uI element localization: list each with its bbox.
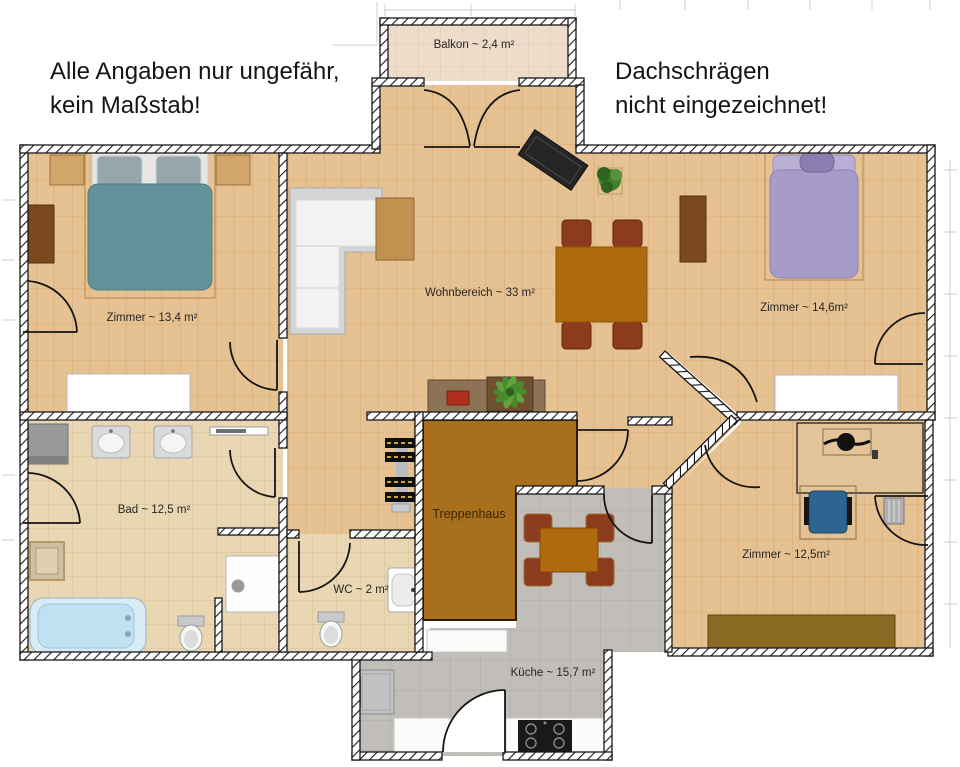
chair-armrest [847, 497, 852, 525]
bed-blanket [769, 169, 859, 279]
wc-furniture [317, 567, 421, 648]
dimension-ticks [2, 0, 957, 648]
shower [225, 555, 285, 613]
kitchen-furniture [357, 513, 615, 753]
door-office [704, 444, 761, 489]
palm-plant [486, 375, 534, 412]
office-chair-zone [799, 485, 857, 540]
bedroom-right-furniture [679, 151, 899, 413]
towel-rail [209, 426, 269, 436]
wardrobe [66, 373, 191, 413]
bedroom-left-label: Zimmer ~ 13,4 m² [106, 312, 197, 324]
kitchen-table [539, 527, 599, 573]
dresser [679, 195, 707, 263]
decor-box [446, 390, 470, 406]
bedroom-right-label: Zimmer ~ 14,6m² [760, 302, 848, 314]
bench [707, 614, 896, 653]
coffee-table [375, 197, 415, 261]
hall-shelf [385, 438, 418, 513]
desk-lamp-arm [823, 438, 871, 446]
labels: Alle Angaben nur ungefähr, kein Maßstab!… [50, 39, 848, 679]
bath-label: Bad ~ 12,5 m² [118, 504, 191, 516]
balcony-label: Balkon ~ 2,4 m² [434, 39, 515, 51]
living-furniture [289, 128, 648, 513]
kitchen-label: Küche ~ 15,7 m² [511, 667, 596, 679]
wc-sink [387, 567, 421, 613]
nightstand [49, 154, 85, 186]
washing-machine-panel [28, 456, 68, 464]
note-left-line2: kein Maßstab! [50, 92, 201, 119]
office-furniture [707, 422, 924, 653]
bathtub [29, 597, 147, 655]
sink [153, 425, 193, 459]
wc-toilet [317, 611, 345, 648]
door-bath [229, 448, 276, 498]
bedroom-right-floor [668, 150, 931, 416]
wardrobe [774, 374, 899, 413]
plant [597, 167, 623, 195]
door-office-eaves [874, 495, 929, 546]
door-vestibule [576, 429, 629, 482]
door-bedroom-right [689, 355, 758, 403]
door-bedroom-left-eaves [23, 280, 78, 333]
bath-furniture [27, 423, 285, 655]
walls [19, 17, 936, 761]
note-right-line1: Dachschrägen [615, 58, 770, 85]
radiator [883, 497, 905, 525]
desk-item [872, 450, 878, 459]
door-kitchen-entry [442, 689, 506, 753]
door-kitchen [603, 493, 653, 544]
living-label: Wohnbereich ~ 33 m² [425, 287, 535, 299]
bed-pillow [96, 155, 143, 187]
tv [517, 128, 589, 192]
stairwell-label: Treppenhaus [432, 507, 505, 521]
wall-shelf [29, 541, 65, 581]
door-wc [298, 541, 351, 593]
fridge [357, 669, 395, 715]
door-balcony-french [423, 89, 521, 148]
dining-table [555, 246, 648, 323]
office-label: Zimmer ~ 12,5m² [742, 549, 830, 561]
bed-pillow [799, 151, 835, 173]
note-left-line1: Alle Angaben nur ungefähr, [50, 58, 340, 85]
cooktop [518, 720, 572, 752]
office-chair [808, 490, 848, 534]
door-bedroom-right-eaves [874, 312, 926, 365]
toilet [177, 615, 205, 652]
dining-chair [612, 219, 643, 248]
desk [796, 422, 924, 494]
dresser [27, 204, 55, 264]
door-bedroom-left [229, 340, 278, 391]
note-right-line2: nicht eingezeichnet! [615, 92, 827, 119]
kitchen-counter [426, 629, 508, 653]
bed-pillow [155, 155, 202, 187]
balcony-floor [387, 25, 569, 81]
door-bath-eaves [23, 472, 81, 524]
chair-armrest [804, 497, 809, 525]
bedroom-left-furniture [27, 149, 251, 413]
doors [23, 89, 929, 753]
wc-label: WC ~ 2 m² [333, 584, 388, 596]
sink [91, 425, 131, 459]
dining-chair [561, 321, 592, 350]
desk-pad [822, 428, 872, 456]
dining-chair [612, 321, 643, 350]
dining-chair [561, 219, 592, 248]
bed-blanket [87, 183, 213, 291]
nightstand [215, 154, 251, 186]
